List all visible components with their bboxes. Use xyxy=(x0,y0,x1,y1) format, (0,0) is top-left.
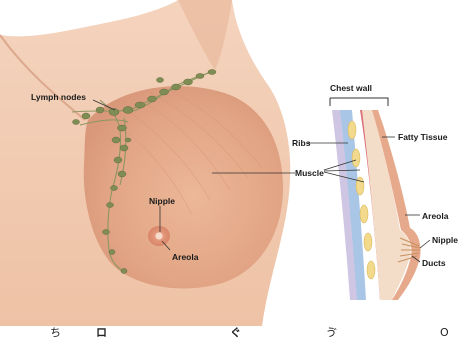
strip-glyph-4: ゔ xyxy=(326,327,337,339)
label-areola-left: Areola xyxy=(172,252,199,262)
label-ducts: Ducts xyxy=(422,258,446,268)
nipple-left-shape xyxy=(156,233,163,240)
strip-glyph-2: ロ xyxy=(96,327,107,339)
label-chest-wall: Chest wall xyxy=(330,83,372,93)
strip-glyph-3: ぐ xyxy=(230,327,241,339)
label-fatty-tissue: Fatty Tissue xyxy=(398,132,448,142)
label-nipple-right: Nipple xyxy=(432,235,458,245)
chest-wall-bracket xyxy=(330,98,388,106)
label-nipple-left: Nipple xyxy=(149,196,175,206)
label-areola-right: Areola xyxy=(422,211,449,221)
strip-glyph-5: O xyxy=(440,327,449,339)
label-muscle: Muscle xyxy=(295,168,324,178)
label-lymph-nodes: Lymph nodes xyxy=(31,92,86,102)
strip-glyph-1: ち xyxy=(50,327,61,339)
label-ribs: Ribs xyxy=(292,138,311,148)
